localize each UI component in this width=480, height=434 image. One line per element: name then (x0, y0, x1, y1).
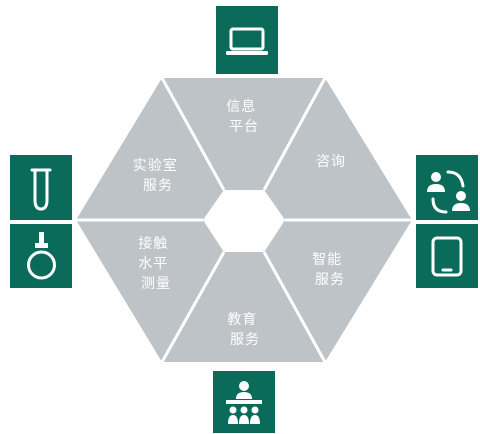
test-tube-icon (30, 168, 52, 211)
tile-bottom (213, 371, 275, 433)
label-contact-measurement: 接触 水平 测量 (138, 235, 173, 292)
tile-left-lower (10, 224, 72, 288)
label-info-platform: 信息 平台 (226, 98, 261, 135)
tile-right-lower (416, 224, 478, 288)
hexagon-segments (76, 77, 412, 363)
tile-left-upper (10, 155, 72, 220)
segment-consulting (264, 78, 412, 220)
label-smart-service: 智能 服务 (312, 252, 347, 288)
segment-contact-measurement (76, 220, 224, 362)
tile-right-upper (416, 155, 478, 220)
tile-top (216, 6, 278, 74)
segment-smart-service (264, 220, 412, 362)
segment-education (162, 252, 325, 362)
classroom-icon (226, 381, 262, 424)
tablet-icon (431, 236, 463, 277)
segment-info-platform (162, 78, 325, 190)
label-lab-service: 实验室 服务 (133, 157, 183, 194)
label-consulting: 咨询 (316, 154, 346, 170)
hexagon-core (203, 190, 285, 252)
label-education: 教育 服务 (227, 312, 262, 348)
flask-icon (27, 232, 56, 280)
consulting-people-icon (427, 170, 470, 214)
segment-lab-service (76, 78, 224, 220)
laptop-icon (226, 27, 268, 55)
